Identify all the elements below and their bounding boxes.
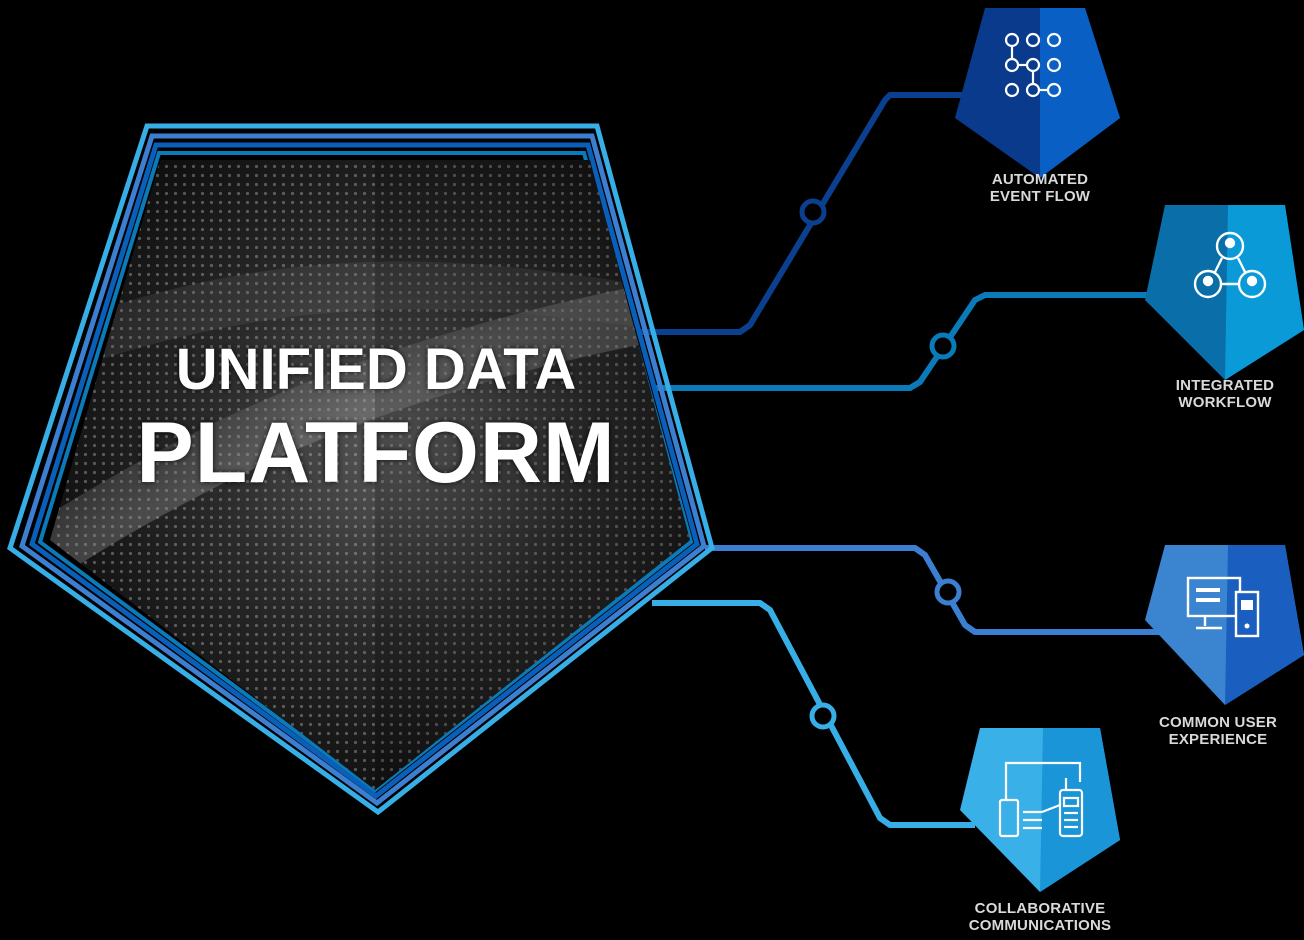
node-common-user-experience [1145,545,1304,705]
label-line-1: AUTOMATED [991,171,1089,188]
label-line-2: COMMUNICATIONS [968,917,1112,934]
connector-collaborative-communications [652,600,975,828]
label-line-2: EVENT FLOW [989,188,1091,205]
label-integrated-workflow: INTEGRATED WORKFLOW [1176,377,1274,411]
label-line-2: EXPERIENCE [1168,731,1268,748]
node-automated-event-flow [955,8,1120,178]
label-line-2: WORKFLOW [1178,394,1272,411]
label-collaborative-communications: COLLABORATIVE COMMUNICATIONS [969,900,1112,934]
connector-automated-event-flow [637,92,980,335]
label-automated-event-flow: AUTOMATED EVENT FLOW [990,171,1090,205]
title-line-2: PLATFORM [136,405,616,501]
node-collaborative-communications [960,728,1120,892]
desktop-computer-icon [1186,576,1260,638]
label-line-1: COLLABORATIVE [974,900,1106,917]
device-radio-icon [998,761,1084,838]
title-line-1: UNIFIED DATA [175,337,577,402]
label-line-1: COMMON USER [1158,714,1278,731]
connector-integrated-workflow [655,292,1160,391]
node-integrated-workflow [1145,205,1304,380]
connector-common-user-experience [705,545,1160,635]
workflow-grid-icon [1004,32,1062,98]
people-network-icon [1193,231,1267,299]
label-common-user-experience: COMMON USER EXPERIENCE [1159,714,1277,748]
label-line-1: INTEGRATED [1175,377,1275,394]
